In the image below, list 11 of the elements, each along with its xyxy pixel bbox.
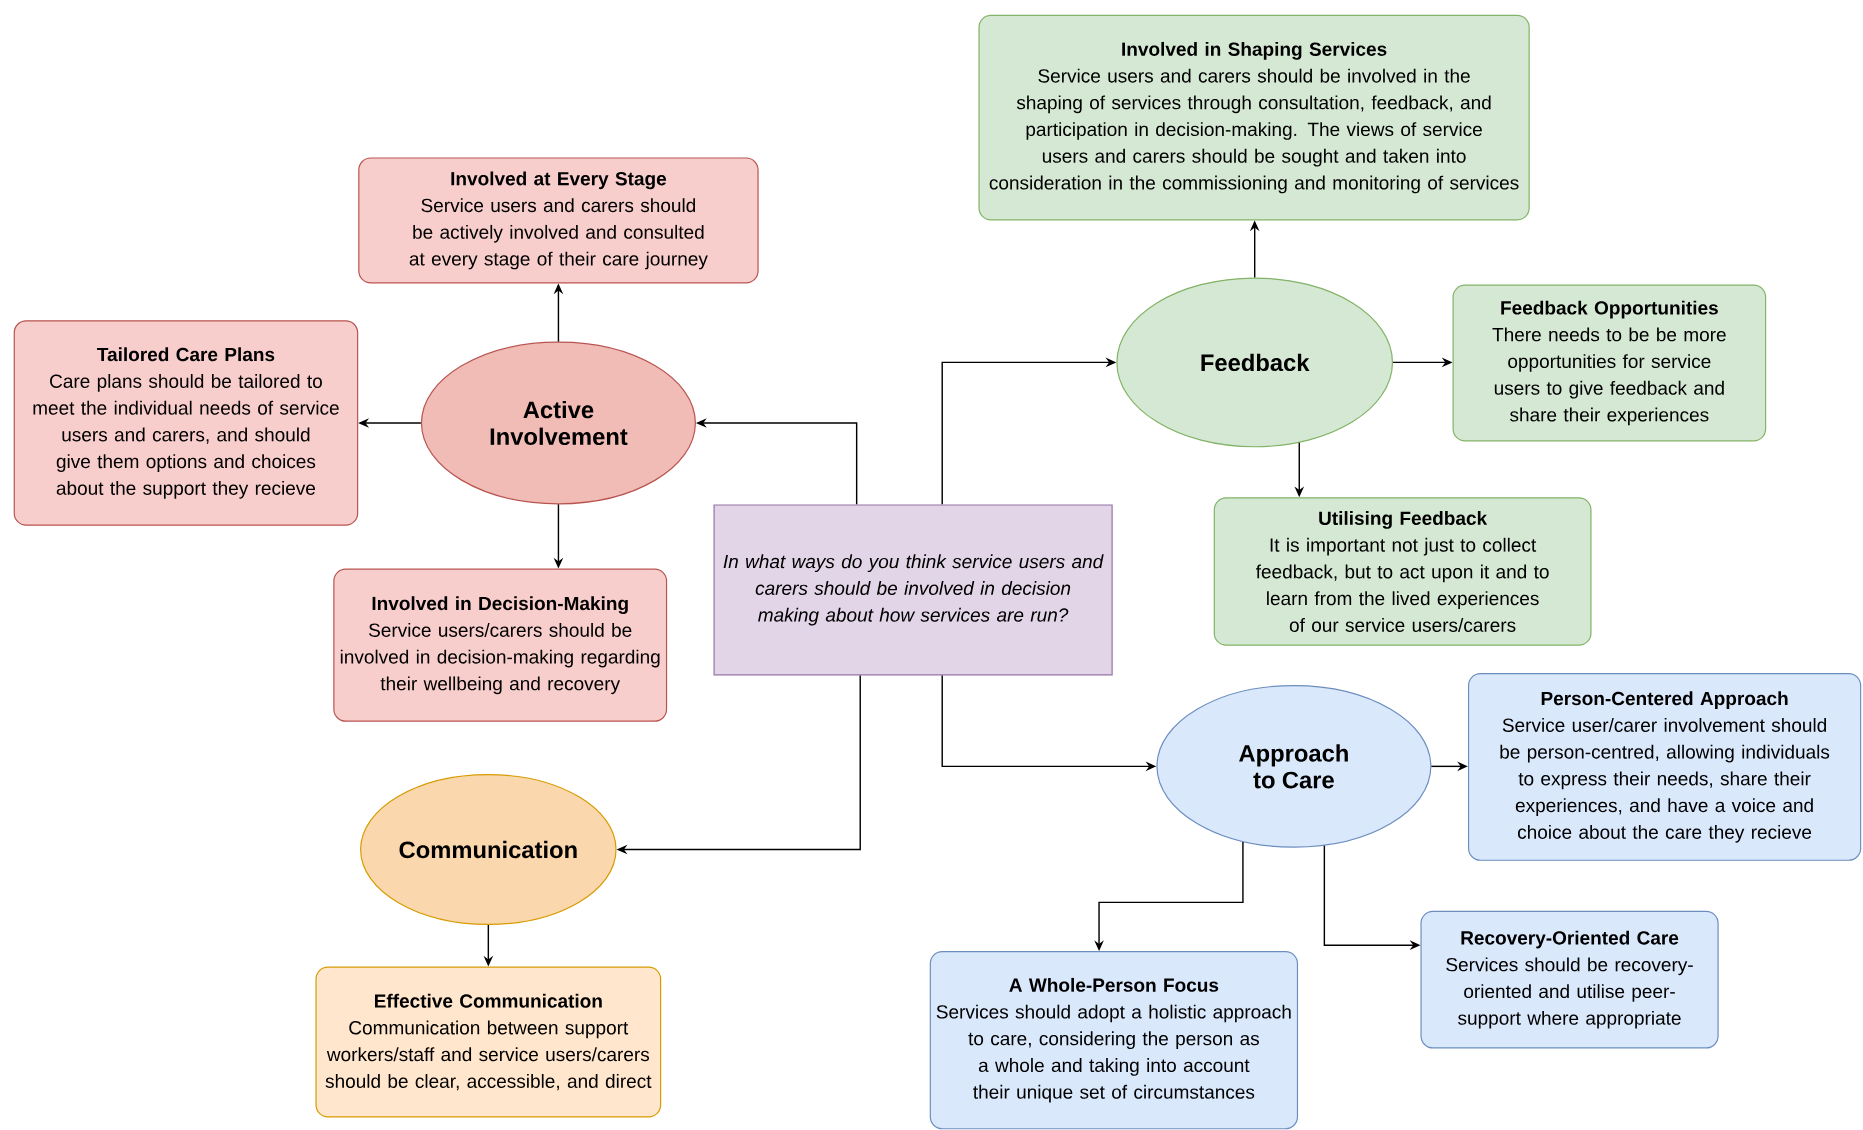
topic-box: Effective Communication Communication between support workers/staff and service users/carers should be clear, accessible, and direct: [315, 966, 662, 1118]
topic-box: A Whole-Person Focus Services should adopt a holistic approach to care, considering the person as a whole and taking into account their unique set of circumstances: [929, 951, 1299, 1130]
topic-box: Utilising Feedback It is important not just to collect feedback, but to act upon it and to learn from the lived experiences of our service users/carers: [1213, 497, 1592, 646]
topic-box: Tailored Care Plans Care plans should be tailored to meet the individual needs of service users and carers, and should give them options and choices about the support they recieve: [13, 320, 359, 526]
topic-box: Involved at Every Stage Service users and carers should be actively involved and consulted at every stage of their care journey: [358, 157, 759, 284]
topic-box: Person-Centered Approach Service user/carer involvement should be person-centred, allowing individuals to express their needs, share their experiences, and have a voice and choice about the care they recieve: [1467, 673, 1862, 861]
question-box: In what ways do you think service users and carers should be involved in decision making about how services are run?: [713, 504, 1113, 676]
topic-box: Feedback Opportunities There needs to be be more opportunities for service users to give feedback and share their experiences: [1452, 284, 1767, 442]
topic-box: Recovery-Oriented Care Services should be recovery-oriented and utilise peer-support where appropriate: [1420, 910, 1719, 1049]
topic-box: Involved in Decision-Making Service users/carers should be involved in decision-making regarding their wellbeing and recovery: [333, 568, 668, 722]
topic-box: Involved in Shaping Services Service users and carers should be involved in the shaping of services through consultation, feedback, and participation in decision-making. The views of service users and carers should be sought and taken into consideration in the commissioning and monitoring of services: [978, 14, 1530, 221]
